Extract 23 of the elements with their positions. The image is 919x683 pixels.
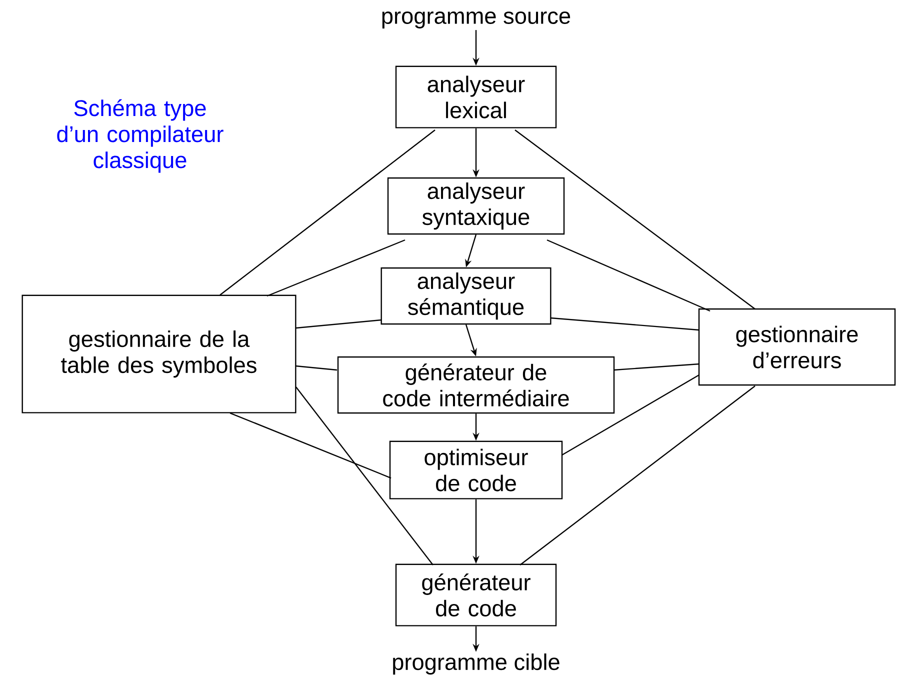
connector-line — [562, 374, 700, 456]
process-box: analyseur lexical — [395, 66, 557, 128]
process-box: optimiseur de code — [389, 440, 563, 500]
connector-line — [614, 363, 700, 371]
connector-line — [296, 319, 382, 329]
flow-text: programme source — [382, 12, 570, 28]
flow-text: programme cible — [393, 653, 560, 675]
connector-line — [296, 386, 434, 566]
connector-line — [230, 412, 392, 479]
process-box: analyseur syntaxique — [387, 177, 565, 235]
process-box: générateur de code intermédiaire — [337, 356, 615, 414]
process-box: gestionnaire d’erreurs — [698, 308, 896, 386]
process-box: analyseur sémantique — [380, 267, 552, 325]
connector-line — [514, 130, 756, 310]
connector-line — [520, 386, 756, 566]
process-box: gestionnaire de la table des symboles — [22, 294, 296, 414]
process-box: générateur de code — [395, 564, 557, 626]
connector-line — [550, 317, 700, 331]
connector-line — [296, 365, 338, 371]
connector-line — [220, 130, 436, 296]
connector-line — [266, 239, 406, 297]
connector-line — [546, 239, 710, 312]
caption-text: Schéma type d’un compilateur classique — [57, 99, 224, 173]
